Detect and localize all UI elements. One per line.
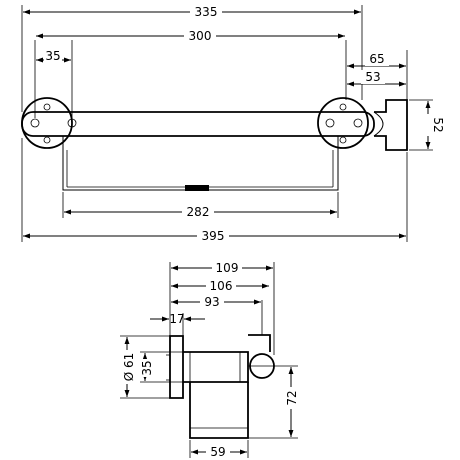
side-view: 109 106 93 17 Ø 61 35 72 59	[120, 259, 301, 459]
dim-label-59: 59	[210, 445, 225, 459]
dim-label-52: 52	[431, 117, 445, 132]
grab-rail	[21, 111, 375, 137]
dim-label-35-side: 35	[140, 360, 154, 375]
mount-curve	[373, 111, 384, 137]
right-wall-flange	[317, 97, 369, 149]
dim-label-335: 335	[195, 5, 218, 19]
dim-label-282: 282	[187, 205, 210, 219]
dim-label-35: 35	[45, 49, 60, 63]
side-shelf	[189, 382, 249, 439]
wall-mount-block	[374, 99, 408, 151]
left-flange-screw-4	[43, 136, 51, 144]
dim-label-53: 53	[365, 70, 380, 84]
right-flange-screw-4	[339, 136, 347, 144]
left-flange-screw-3	[43, 103, 51, 111]
dim-label-109: 109	[216, 261, 239, 275]
front-view: 335 300 35 65 53 52 282 395	[21, 3, 445, 243]
dim-label-d61: Ø 61	[122, 353, 136, 382]
rail-top	[248, 334, 271, 352]
dim-label-106: 106	[210, 279, 233, 293]
right-flange-screw-3	[339, 103, 347, 111]
dim-label-300: 300	[189, 29, 212, 43]
side-rail-body	[183, 351, 249, 383]
shelf-outline	[62, 136, 339, 191]
left-wall-flange	[21, 97, 73, 149]
dim-label-17: 17	[169, 312, 184, 326]
left-flange-screw-2	[67, 118, 77, 128]
right-flange-screw-2	[353, 118, 363, 128]
side-wall-flange	[169, 335, 184, 399]
dim-label-65: 65	[369, 52, 384, 66]
brand-plate	[185, 185, 209, 191]
right-flange-screw-1	[325, 118, 335, 128]
dim-label-93: 93	[204, 295, 219, 309]
dim-label-395: 395	[202, 229, 225, 243]
dim-label-72: 72	[285, 390, 299, 405]
left-flange-screw-1	[30, 118, 40, 128]
